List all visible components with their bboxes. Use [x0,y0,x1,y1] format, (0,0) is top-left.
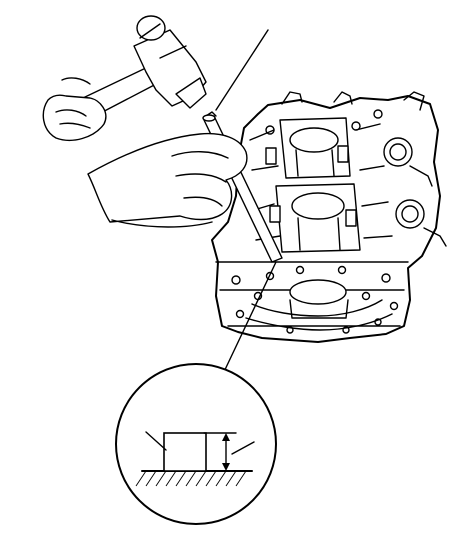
detail-leader-line [221,261,277,377]
detail-callout [115,363,277,525]
height-arrow [203,432,237,471]
dowel-pin [163,432,207,472]
cylinder-block [211,91,447,343]
pin-pointer-line [145,431,167,451]
height-pointer-line [231,441,255,455]
right-hand-on-punch [87,132,248,228]
base-hatching [135,470,247,487]
block-studs [265,109,383,227]
block-holes [231,265,399,334]
punch-leader-line [215,29,269,111]
left-hand-on-hammer [42,77,107,142]
